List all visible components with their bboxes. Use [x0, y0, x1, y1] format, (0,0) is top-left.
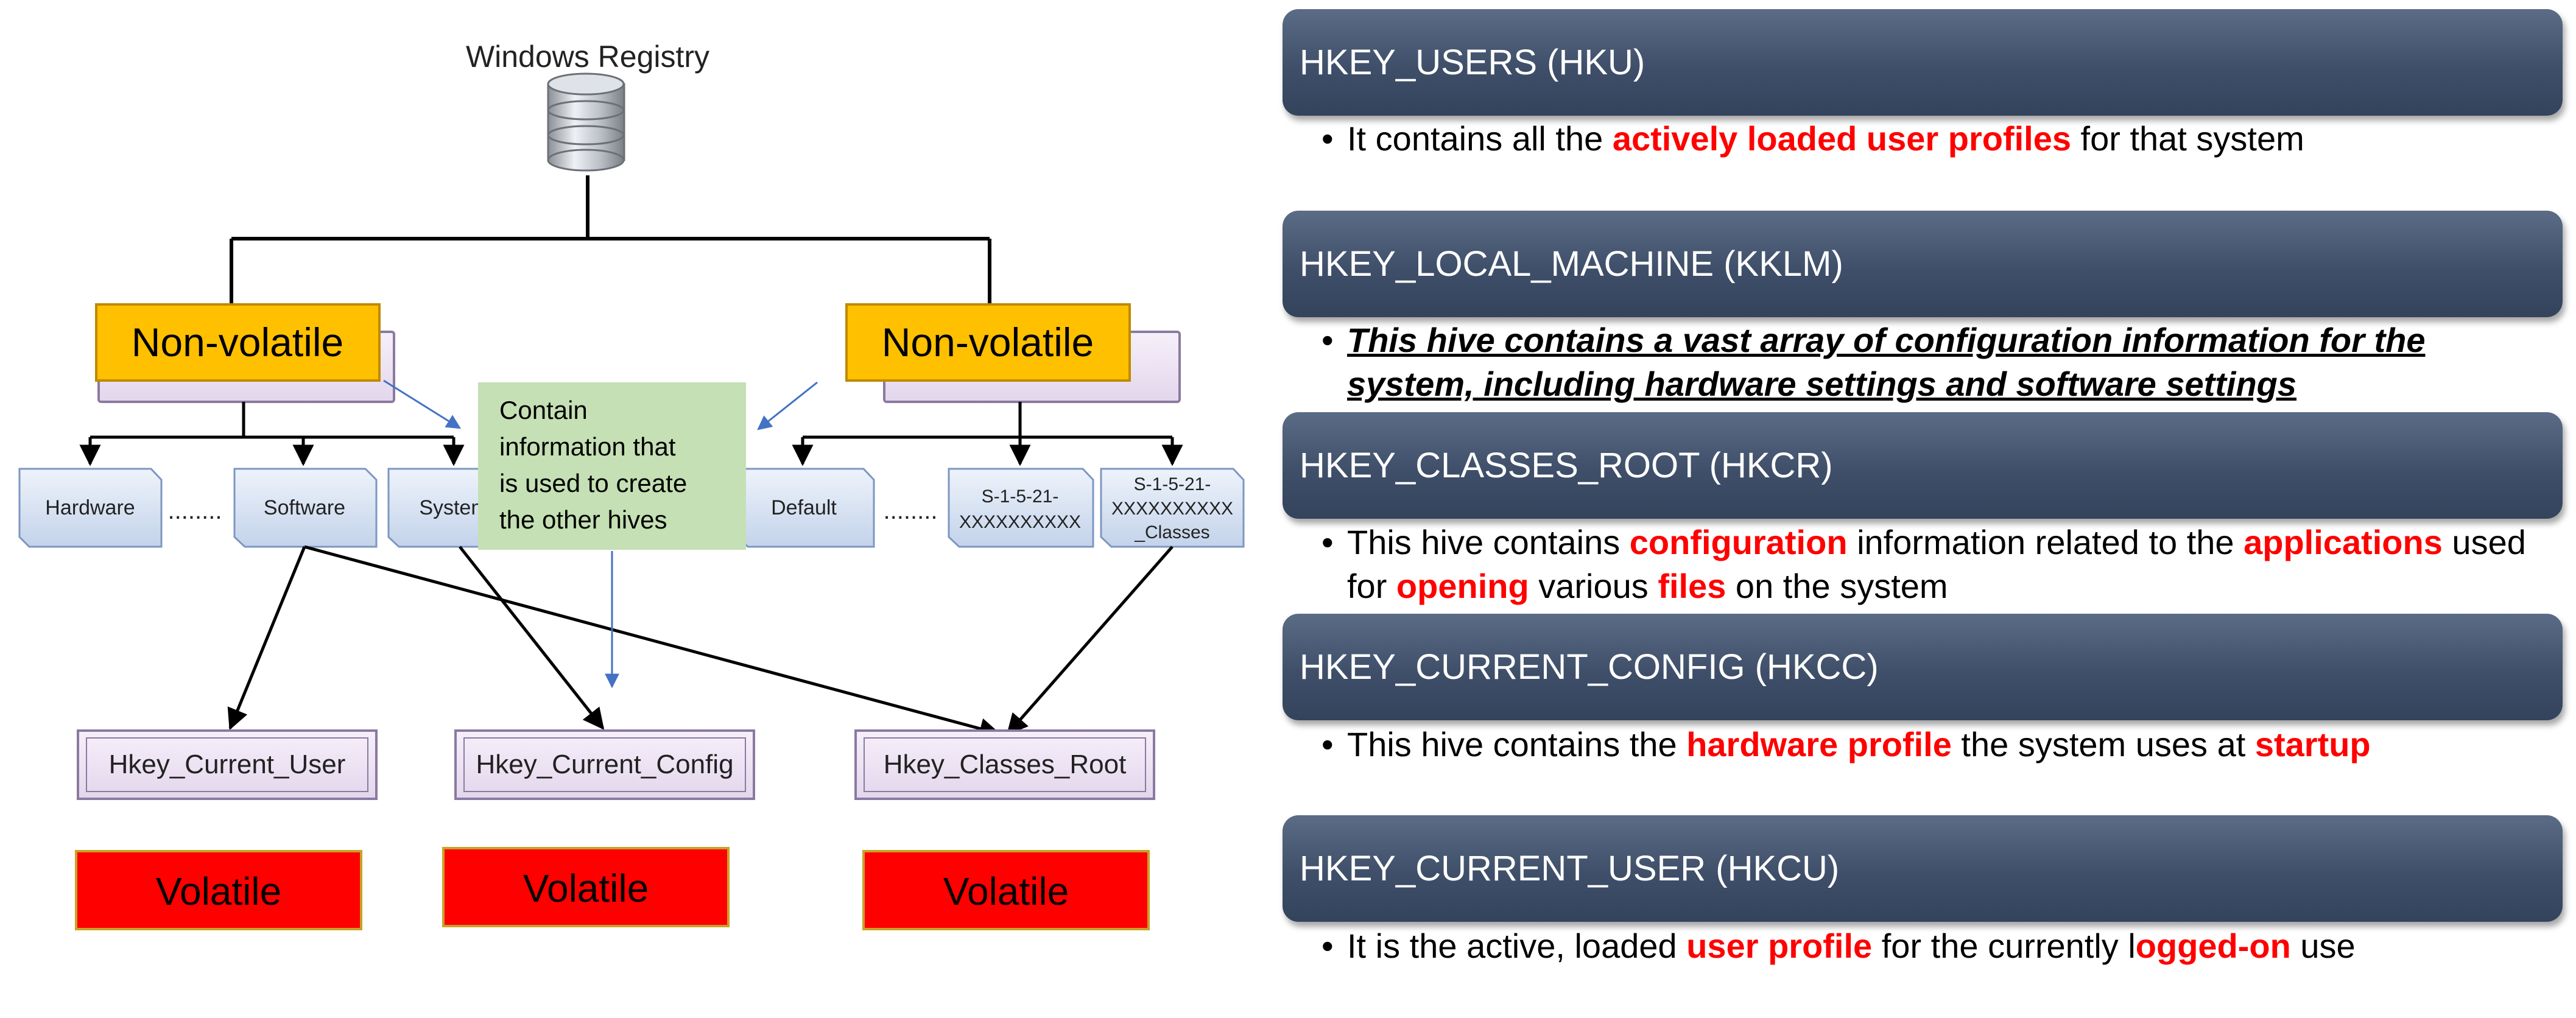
- volatile-label-3: Volatile: [862, 850, 1150, 930]
- volatile-label-1: Volatile: [75, 850, 362, 930]
- derived-classes-root-label: Hkey_Classes_Root: [884, 749, 1127, 779]
- desc-segment: user profile: [1686, 927, 1873, 965]
- hive-desc-hku: • It contains all the actively loaded us…: [1321, 117, 2564, 161]
- nonvolatile-text-left: Non-volatile: [132, 320, 344, 365]
- nonvolatile-label-right: Non-volatile: [845, 303, 1131, 382]
- key-sid-classes-line1: S-1-5-21-: [1134, 474, 1211, 494]
- hive-desc-body: This hive contains a vast array of confi…: [1347, 318, 2527, 406]
- hive-header-hkcr: HKEY_CLASSES_ROOT (HKCR): [1283, 412, 2563, 519]
- volatile-text-1: Volatile: [156, 869, 281, 913]
- bullet-hku: •: [1321, 119, 1334, 158]
- derived-current-user-label: Hkey_Current_User: [109, 749, 346, 779]
- desc-segment: for the currently l: [1872, 927, 2136, 965]
- bullet-hklm: •: [1321, 321, 1334, 359]
- key-sid-line2: XXXXXXXXXX: [959, 512, 1081, 532]
- desc-segment: the system uses at: [1951, 725, 2255, 764]
- key-ellipsis-right: ........: [884, 497, 938, 524]
- derived-current-user: Hkey_Current_User: [77, 729, 378, 800]
- hive-title-hkcc: HKEY_CURRENT_CONFIG (HKCC): [1300, 647, 1879, 687]
- hive-desc-hkcc: • This hive contains the hardware profil…: [1321, 723, 2564, 767]
- derived-classes-root: Hkey_Classes_Root: [854, 729, 1155, 800]
- hive-desc-body: This hive contains the hardware profile …: [1347, 723, 2564, 767]
- desc-segment: ogged-on: [2135, 927, 2291, 965]
- derivation-arrows: [227, 545, 1174, 739]
- key-software: Software: [233, 468, 378, 548]
- root-label: Windows Registry: [466, 40, 709, 74]
- bullet-hkcc: •: [1321, 725, 1334, 764]
- desc-segment: hardware profile: [1686, 725, 1952, 764]
- desc-segment: startup: [2254, 725, 2371, 764]
- note-pointer-arrows: [383, 379, 818, 689]
- key-software-label: Software: [264, 496, 345, 519]
- desc-segment: configuration: [1629, 523, 1848, 561]
- hive-desc-body: It contains all the actively loaded user…: [1347, 117, 2564, 161]
- desc-segment: on the system: [1726, 567, 1948, 605]
- hive-header-hku: HKEY_USERS (HKU): [1283, 9, 2563, 116]
- hive-desc-hkcr: • This hive contains configuration infor…: [1321, 521, 2564, 608]
- key-ellipsis-left: ........: [168, 497, 222, 524]
- key-sid-classes: S-1-5-21- XXXXXXXXXX _Classes: [1100, 468, 1245, 548]
- desc-segment: opening: [1396, 567, 1529, 605]
- key-hardware: Hardware: [18, 468, 163, 548]
- note-line-1: Contain: [499, 396, 588, 424]
- note-line-2: information that: [499, 432, 676, 461]
- hive-header-hkcu: HKEY_CURRENT_USER (HKCU): [1283, 815, 2563, 922]
- hive-title-hklm: HKEY_LOCAL_MACHINE (KKLM): [1300, 244, 1843, 284]
- tree-connectors: [230, 175, 991, 304]
- volatile-text-2: Volatile: [523, 866, 649, 910]
- desc-segment: information related to the: [1847, 523, 2244, 561]
- key-hardware-label: Hardware: [45, 496, 135, 519]
- hive-desc-body: It is the active, loaded user profile fo…: [1347, 924, 2564, 968]
- registry-diagram: Windows Registry Non-volatile Non-volati…: [18, 40, 1245, 930]
- hive-title-hkcr: HKEY_CLASSES_ROOT (HKCR): [1300, 446, 1833, 485]
- desc-segment: applications: [2243, 523, 2443, 561]
- branch-connectors: [79, 402, 1183, 466]
- key-default: Default: [737, 468, 875, 548]
- nonvolatile-label-left: Non-volatile: [95, 303, 381, 382]
- desc-segment: actively loaded user profiles: [1612, 119, 2071, 158]
- volatile-text-3: Volatile: [943, 869, 1069, 913]
- key-sid: S-1-5-21- XXXXXXXXXX: [948, 468, 1094, 548]
- hive-title-hku: HKEY_USERS (HKU): [1300, 43, 1645, 82]
- desc-segment: It is the active, loaded: [1347, 927, 1687, 965]
- derived-current-config-label: Hkey_Current_Config: [476, 749, 733, 779]
- desc-segment: various: [1529, 567, 1658, 605]
- volatile-label-2: Volatile: [442, 847, 730, 927]
- desc-segment: used for: [1347, 523, 2526, 605]
- hive-title-hkcu: HKEY_CURRENT_USER (HKCU): [1300, 849, 1840, 888]
- desc-segment: This hive contains: [1347, 523, 1630, 561]
- bullet-hkcu: •: [1321, 927, 1334, 965]
- key-default-label: Default: [771, 496, 837, 519]
- hive-desc-hkcu: • It is the active, loaded user profile …: [1321, 924, 2564, 968]
- desc-segment: use: [2290, 927, 2356, 965]
- desc-segment: files: [1658, 567, 1726, 605]
- desc-segment: for that system: [2071, 119, 2304, 158]
- key-sid-classes-line2: XXXXXXXXXX: [1111, 499, 1233, 519]
- hive-header-hkcc: HKEY_CURRENT_CONFIG (HKCC): [1283, 614, 2563, 720]
- hive-desc-hklm: • This hive contains a vast array of con…: [1321, 318, 2527, 406]
- desc-segment: This hive contains the: [1347, 725, 1687, 764]
- nonvolatile-text-right: Non-volatile: [882, 320, 1094, 365]
- key-system-label: System: [419, 496, 488, 519]
- desc-segment: This hive contains a vast array of confi…: [1347, 321, 2426, 403]
- bullet-hkcr: •: [1321, 523, 1334, 561]
- note-line-3: is used to create: [499, 469, 687, 497]
- key-sid-line1: S-1-5-21-: [982, 486, 1059, 507]
- key-sid-classes-line3: _Classes: [1134, 522, 1209, 542]
- hive-header-hklm: HKEY_LOCAL_MACHINE (KKLM): [1283, 211, 2563, 317]
- derived-current-config: Hkey_Current_Config: [454, 729, 755, 800]
- desc-segment: It contains all the: [1347, 119, 1613, 158]
- hive-desc-body: This hive contains configuration informa…: [1347, 521, 2564, 608]
- note-box: Contain information that is used to crea…: [478, 382, 746, 550]
- note-line-4: the other hives: [499, 505, 667, 534]
- database-icon: [547, 72, 625, 172]
